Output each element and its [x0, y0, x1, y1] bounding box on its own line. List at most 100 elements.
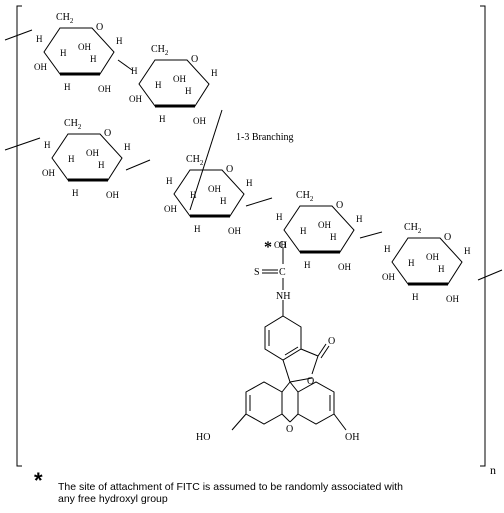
right-bracket [480, 5, 486, 467]
left-bracket [16, 5, 22, 467]
ring-1-h-5: H [64, 82, 71, 92]
footnote-line-1: The site of attachment of FITC is assume… [58, 481, 403, 493]
benzene-ring [264, 315, 302, 361]
ring-2-h-1: H [131, 66, 138, 76]
ring-6-h-5: H [412, 292, 419, 302]
ring-3-h-2: H [124, 142, 131, 152]
ring-2-h-5: H [159, 114, 166, 124]
glucose-rings [43, 27, 463, 286]
top-chain-end [4, 29, 33, 41]
footnote-line-2: any free hydroxyl group [58, 493, 168, 505]
ring-6-oh-1: OH [426, 252, 439, 262]
benzene-inner-b [284, 346, 299, 356]
ring-2-oh-1: OH [173, 74, 186, 84]
ring-1-oh-1: OH [78, 42, 91, 52]
ring-1-oh-3: OH [98, 84, 111, 94]
repeat-unit-brackets [16, 5, 486, 467]
ring-6-ch2-label: CH2 [404, 222, 422, 235]
ring-1-oxygen: O [96, 22, 103, 33]
ring-5-h-4: H [330, 232, 337, 242]
ring-2-h-3: H [155, 80, 162, 90]
bridge-o-right [289, 413, 299, 423]
ring-5-oh-3: OH [338, 262, 351, 272]
ring-4-ch2-label: CH2 [186, 154, 204, 167]
glycosidic-bonds [117, 59, 383, 239]
footnote-asterisk: * [34, 468, 43, 493]
branch-link [189, 109, 223, 211]
asterisk-marker: * [264, 239, 272, 256]
right-hydroxyl: OH [345, 432, 359, 443]
ring-4-oh-3: OH [228, 226, 241, 236]
ring-4-h-3: H [190, 190, 197, 200]
bridge-oxygen: O [286, 424, 293, 435]
branching-label: 1-3 Branching [236, 132, 294, 143]
chain-end-bonds [4, 29, 503, 281]
spiro-o-bond [289, 377, 313, 383]
carbonyl-oxygen: O [328, 336, 335, 347]
linker-oxygen: O [279, 240, 286, 251]
ring-5-h-1: H [276, 212, 283, 222]
left-xanthene-ring [245, 381, 283, 425]
ring-3-h-3: H [68, 154, 75, 164]
ring-1-h-1: H [36, 34, 43, 44]
left-hydroxyl: HO [196, 432, 210, 443]
lactone-oxygen: O [307, 376, 314, 387]
ring-3-h-4: H [98, 160, 105, 170]
ring-1-oh-2: OH [34, 62, 47, 72]
ring-6-oh-2: OH [382, 272, 395, 282]
fitc-linkage [262, 248, 284, 316]
left-oh-bond [231, 413, 247, 431]
ring-2-h-4: H [185, 86, 192, 96]
ring-6-h-1: H [384, 244, 391, 254]
ring-2-ch2-label: CH2 [151, 44, 169, 57]
ring-2-h-2: H [211, 68, 218, 78]
lactone-c-bond [300, 348, 319, 357]
ring-1-h-2: H [116, 36, 123, 46]
right-chain-end [477, 269, 503, 281]
lactone-co-b [320, 345, 330, 359]
link-ring4-ring5 [245, 197, 273, 207]
ring-5-h-2: H [356, 214, 363, 224]
ring-2-oh-3: OH [193, 116, 206, 126]
spiro-left [281, 381, 291, 393]
ring-6-h-2: H [464, 246, 471, 256]
lactone-o-bond [311, 355, 319, 375]
ring-4-oxygen: O [226, 164, 233, 175]
ring-3-oxygen: O [104, 128, 111, 139]
link-ring3-ring4 [125, 159, 151, 171]
lactone-co-a [317, 343, 327, 357]
ring-4-h-2: H [246, 178, 253, 188]
link-ring5-ring6 [359, 231, 383, 239]
thio-sulfur: S [254, 267, 260, 278]
ring-4-oh-1: OH [208, 184, 221, 194]
ring-5-h-3: H [300, 226, 307, 236]
ring-4-h-4: H [220, 196, 227, 206]
ring-3-h-5: H [72, 188, 79, 198]
ring-5-ch2-label: CH2 [296, 190, 314, 203]
ring-1-ch2-label: CH2 [56, 12, 74, 25]
ring-3-oh-2: OH [42, 168, 55, 178]
ring-2-oxygen: O [191, 54, 198, 65]
ring-5-oh-1: OH [318, 220, 331, 230]
link-ring1-ring2 [117, 59, 133, 71]
bridge-o-left [281, 413, 291, 423]
right-oh-bond [333, 413, 347, 431]
thio-carbon: C [279, 267, 286, 278]
ring-4-oh-2: OH [164, 204, 177, 214]
ring-5-h-5: H [304, 260, 311, 270]
ring-1-h-3: H [60, 48, 67, 58]
ring-6-h-3: H [408, 258, 415, 268]
repeat-n-label: n [490, 463, 496, 477]
spiro-bond [282, 359, 291, 383]
footnote: * The site of attachment of FITC is assu… [34, 470, 498, 506]
ring-2-oh-2: OH [129, 94, 142, 104]
right-xanthene-ring [297, 381, 335, 425]
amine-nh: NH [276, 291, 290, 302]
ring-4-h-5: H [194, 224, 201, 234]
ring-6-oh-3: OH [446, 294, 459, 304]
ring-5-oh-2: OH [274, 240, 287, 250]
middle-chain-end [4, 137, 41, 151]
